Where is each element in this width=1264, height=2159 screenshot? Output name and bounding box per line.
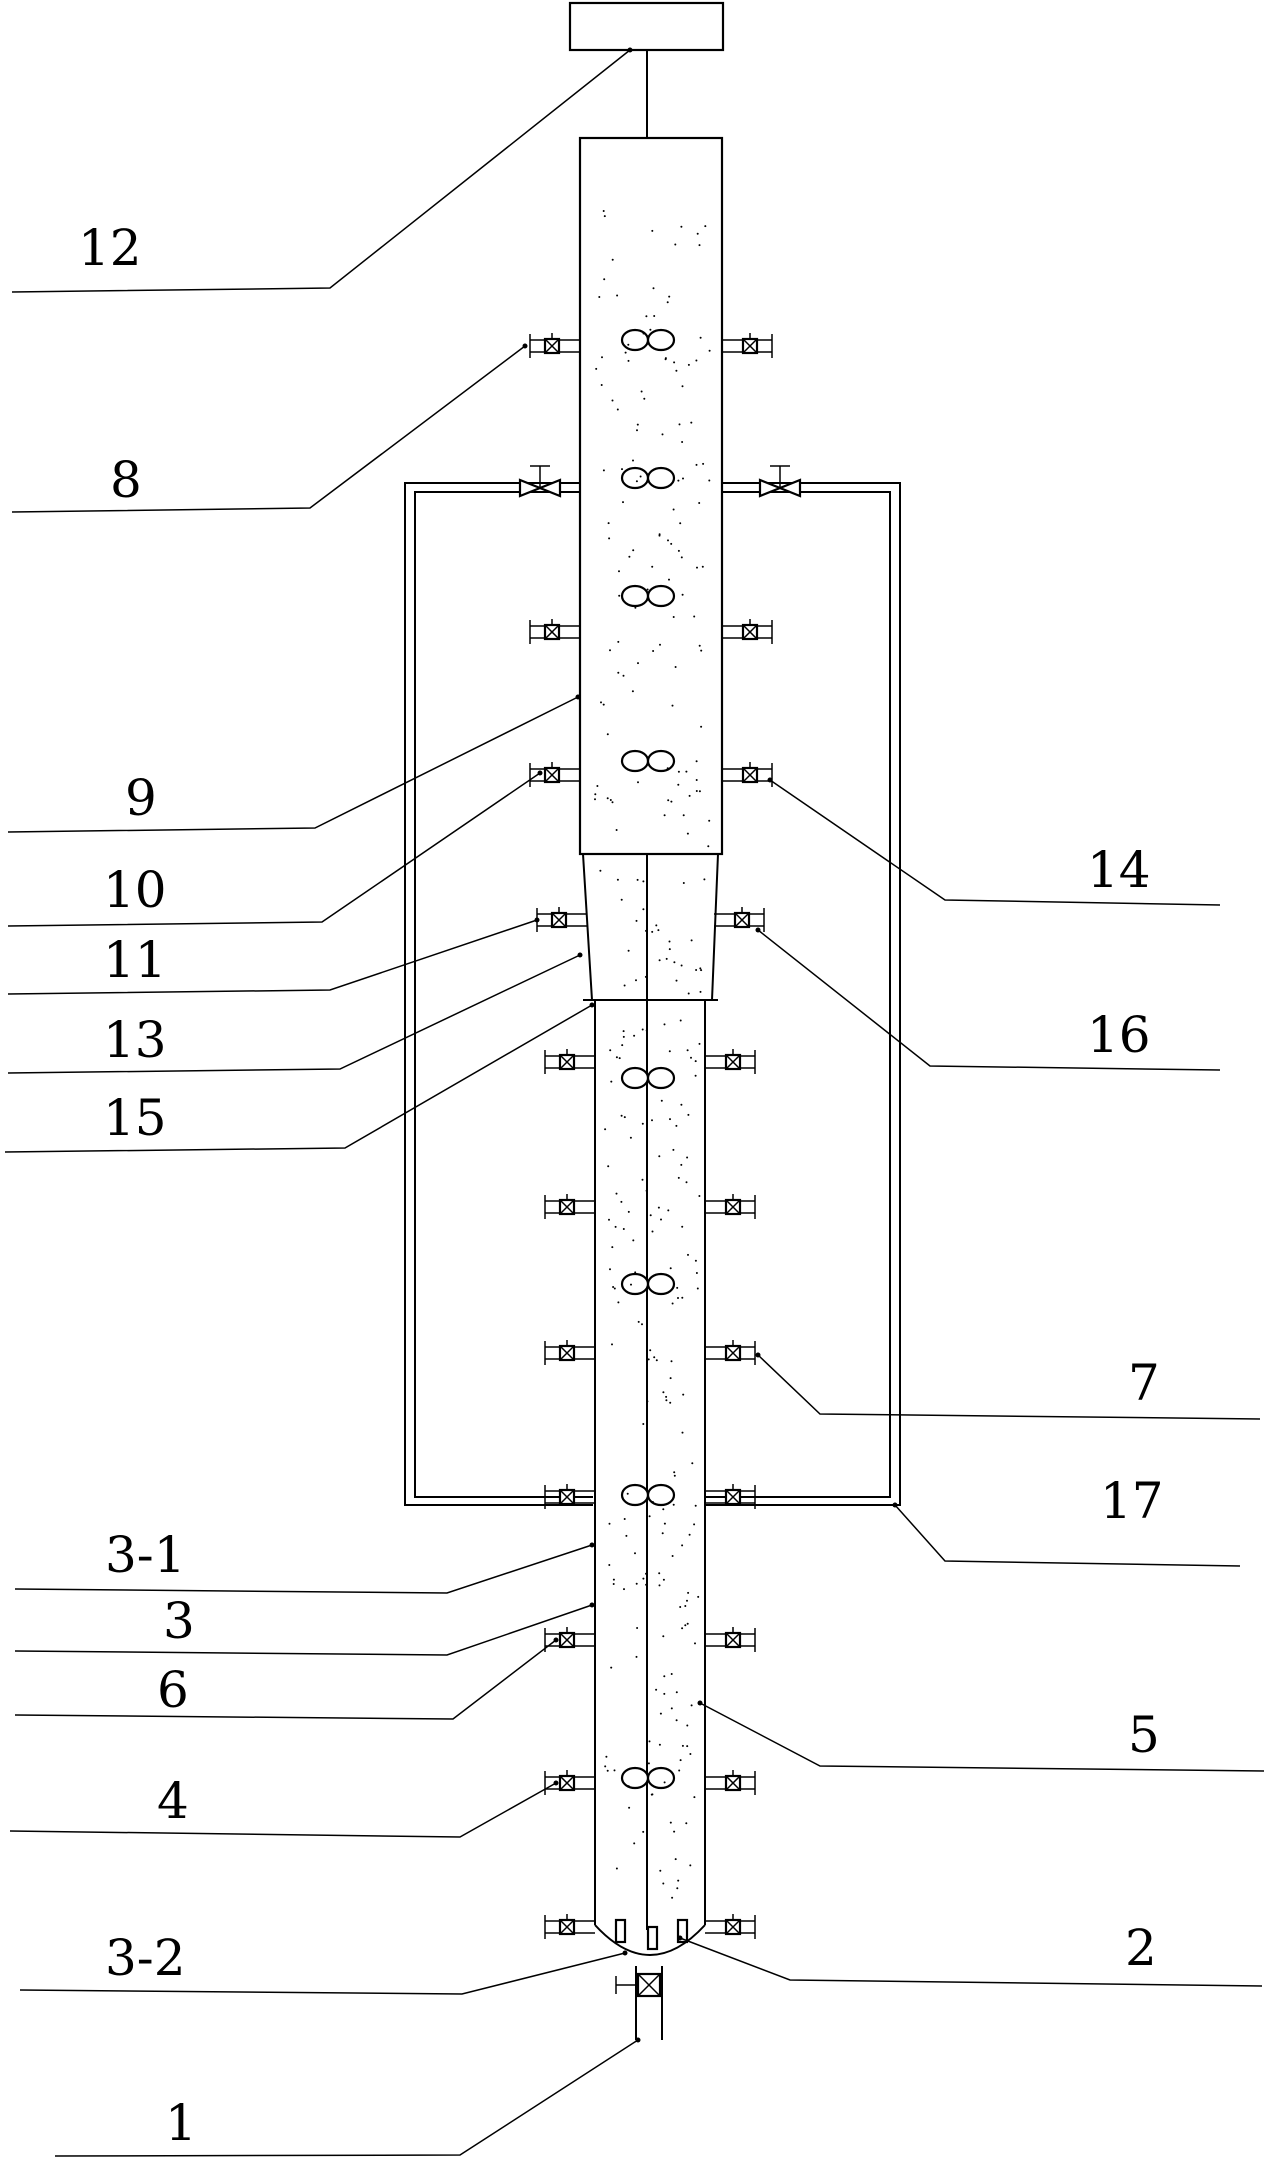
side-ports <box>529 333 773 1939</box>
impeller <box>620 328 676 352</box>
side-port-valve <box>705 1049 756 1074</box>
bottom-nozzle-1 <box>614 1918 627 1944</box>
side-port-valve <box>705 1914 756 1939</box>
label-5: 5 <box>1128 1706 1160 1764</box>
impeller <box>620 466 676 490</box>
label-6: 6 <box>157 1661 189 1719</box>
label-8: 8 <box>110 451 142 509</box>
side-port-valve <box>705 1340 756 1365</box>
label-12: 12 <box>78 219 142 277</box>
label-2: 2 <box>1125 1919 1157 1977</box>
label-4: 4 <box>157 1772 189 1830</box>
label-16: 16 <box>1087 1006 1151 1064</box>
circulation-loop <box>404 482 901 1506</box>
side-port-valve <box>705 1770 756 1795</box>
label-9: 9 <box>125 769 157 827</box>
impeller <box>620 749 676 773</box>
label-1: 1 <box>165 2094 197 2152</box>
label-11: 11 <box>103 931 167 989</box>
reducer-section <box>581 853 720 1001</box>
motor-box <box>568 1 725 52</box>
leader-lines <box>4 49 1264 2157</box>
upper-column <box>578 136 724 856</box>
side-port-valve <box>544 1914 595 1939</box>
side-port-valve <box>529 619 580 644</box>
label-10: 10 <box>103 861 167 919</box>
impeller <box>620 1272 676 1296</box>
impeller <box>620 1483 676 1507</box>
packing-particles <box>594 210 711 1899</box>
label-3: 3 <box>163 1592 195 1650</box>
impeller <box>620 1066 676 1090</box>
label-17: 17 <box>1100 1472 1164 1530</box>
loop-valve-right <box>758 465 802 498</box>
side-port-valve <box>529 333 580 358</box>
impellers <box>620 328 676 1790</box>
leader-endpoints <box>522 47 898 2043</box>
side-port-valve <box>544 1770 595 1795</box>
label-15: 15 <box>103 1089 167 1147</box>
impeller <box>620 584 676 608</box>
bottom-nozzle-2 <box>646 1925 659 1951</box>
side-port-valve <box>544 1627 595 1652</box>
side-port-valve <box>544 1049 595 1074</box>
side-port-valve <box>544 1484 595 1509</box>
loop-valve-left <box>518 465 562 498</box>
label-3-1: 3-1 <box>105 1526 186 1584</box>
label-13: 13 <box>103 1011 167 1069</box>
side-port-valve <box>536 907 587 932</box>
bottom-head <box>594 1924 706 1956</box>
side-port-valve <box>544 1340 595 1365</box>
side-port-valve <box>705 1627 756 1652</box>
label-3-2: 3-2 <box>105 1929 186 1987</box>
inlet-valve <box>615 1972 662 1998</box>
side-port-valve <box>705 1484 756 1509</box>
impeller <box>620 1766 676 1790</box>
side-port-valve <box>722 762 773 787</box>
side-port-valve <box>722 333 773 358</box>
label-14: 14 <box>1087 841 1151 899</box>
side-port-valve <box>529 762 580 787</box>
side-port-valve <box>544 1194 595 1219</box>
side-port-valve <box>722 619 773 644</box>
bottom-nozzle-3 <box>676 1918 689 1944</box>
side-port-valve <box>714 907 765 932</box>
label-7: 7 <box>1128 1354 1160 1412</box>
side-port-valve <box>705 1194 756 1219</box>
